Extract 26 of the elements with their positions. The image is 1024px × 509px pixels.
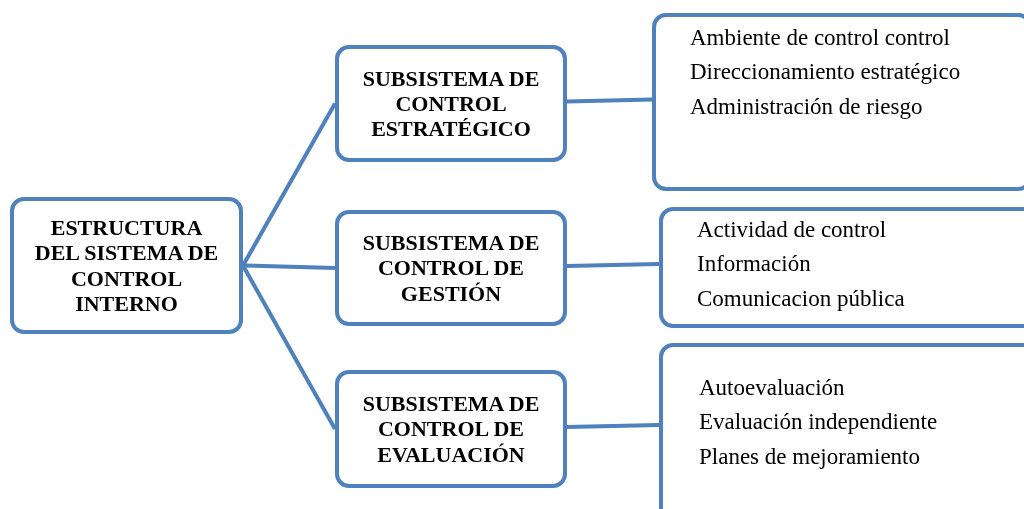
box-title: SUBSISTEMA DE CONTROL DE GESTIÓN (361, 230, 541, 306)
list-item: Direccionamiento estratégico (690, 59, 962, 86)
list-item: Planes de mejoramiento (699, 443, 921, 471)
connector-line (241, 264, 337, 430)
connector-line (566, 423, 660, 429)
connector-line (566, 262, 660, 268)
list-item: Autoevaluación (699, 375, 846, 402)
list-item: Evaluación independiente (699, 409, 939, 436)
list-item: Información (697, 251, 812, 278)
component-list-box (652, 13, 1024, 191)
subsystem-box (335, 45, 567, 162)
list-item: Comunicacion pública (697, 285, 906, 313)
subsystem-box (335, 370, 567, 488)
list-item: Administración de riesgo (690, 93, 924, 121)
component-list-box (659, 343, 1024, 509)
list-item: Ambiente de control control (690, 25, 951, 52)
box-title: SUBSISTEMA DE CONTROL DE EVALUACIÓN (361, 391, 541, 467)
connector-line (241, 102, 337, 267)
box-title: SUBSISTEMA DE CONTROL ESTRATÉGICO (361, 65, 541, 142)
box-title: ESTRUCTURA DEL SISTEMA DE CONTROL INTERNO (33, 214, 220, 317)
list-item: Actividad de control (697, 217, 888, 244)
component-list-box (659, 207, 1024, 328)
connector-line (242, 263, 336, 270)
connector-line (566, 97, 653, 104)
root-box (10, 197, 243, 334)
subsystem-box (335, 210, 567, 326)
